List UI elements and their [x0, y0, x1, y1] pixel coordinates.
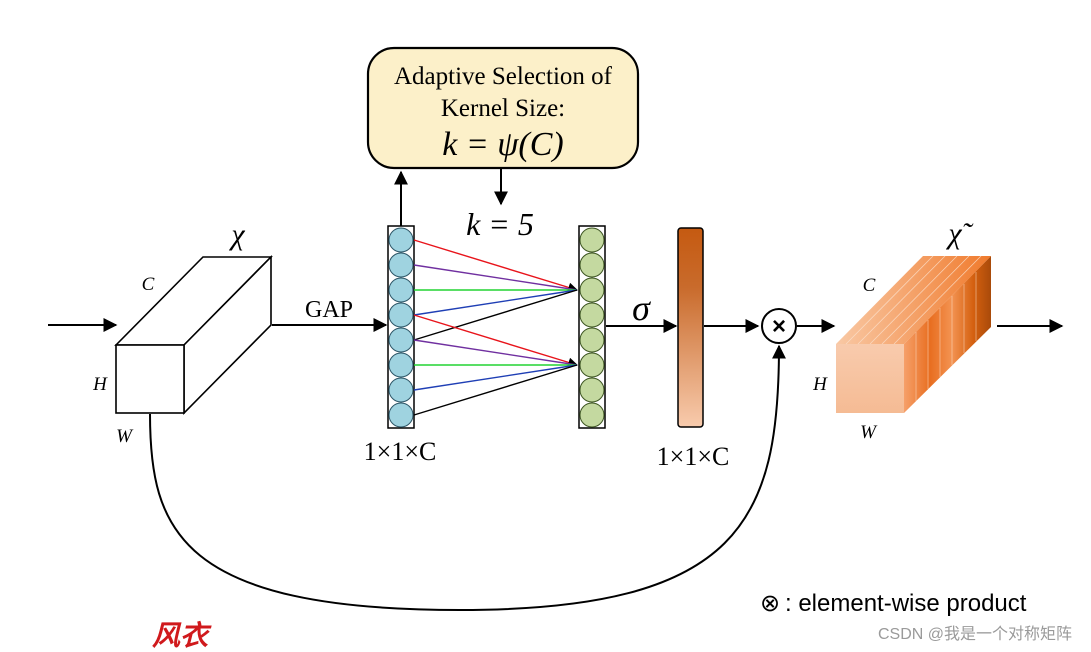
- input-dim-w: W: [116, 426, 134, 447]
- attention-weight-bar: [677, 227, 704, 428]
- kernel-formula: k = ψ(C): [442, 126, 563, 163]
- output-dim-h: H: [812, 374, 828, 395]
- gap-label: GAP: [305, 297, 353, 323]
- adaptive-selection-box: Adaptive Selection of Kernel Size: k = ψ…: [366, 46, 640, 170]
- input-tensor: [114, 255, 273, 415]
- channel-vector-right: [578, 225, 606, 429]
- box-title-line1: Adaptive Selection of: [394, 63, 613, 90]
- skip-connection: [149, 344, 786, 612]
- input-dim-c: C: [142, 274, 155, 295]
- watermark-seal: 风衣: [152, 620, 212, 652]
- input-dim-h: H: [92, 374, 108, 395]
- output-tensor-symbol: χ̃: [945, 217, 973, 250]
- output-dim-w: W: [860, 422, 878, 443]
- multiply-symbol: ×: [772, 313, 786, 340]
- multiply-node: ×: [761, 308, 797, 344]
- csdn-watermark: CSDN @我是一个对称矩阵: [878, 625, 1072, 643]
- legend-text: : element-wise product: [785, 590, 1027, 617]
- conv-connections: [413, 239, 578, 416]
- input-tensor-symbol: χ: [228, 218, 245, 251]
- output-tensor: [836, 255, 991, 413]
- box-title-line2: Kernel Size:: [441, 95, 565, 122]
- kernel-size-label: k = 5: [466, 206, 534, 242]
- vector1-label: 1×1×C: [364, 437, 437, 466]
- vector2-label: 1×1×C: [657, 442, 730, 471]
- sigma-label: σ: [632, 288, 651, 328]
- channel-vector-left: [387, 225, 415, 429]
- output-dim-c: C: [863, 275, 876, 296]
- legend-symbol: ⊗: [760, 590, 780, 617]
